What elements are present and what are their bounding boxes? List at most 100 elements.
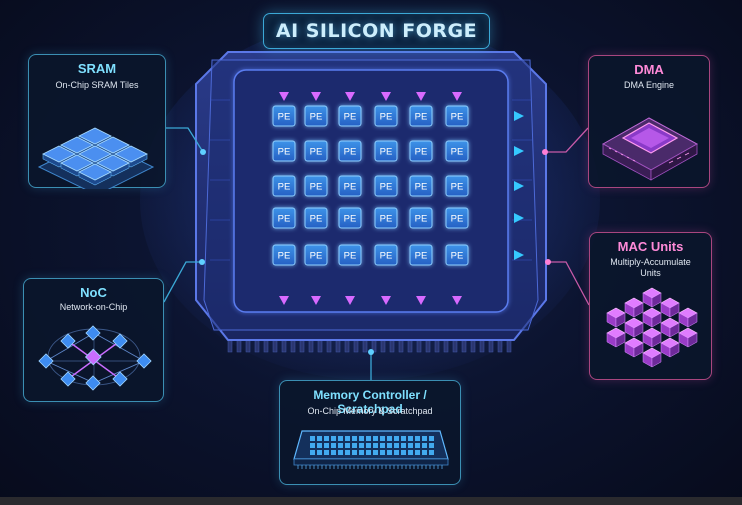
pe-block: PE [272,140,296,162]
card-mac: MAC Units Multiply-Accumulate Units [589,232,712,380]
pe-label: PE [415,182,428,193]
connector-noc-dot [199,259,205,265]
pe-block: PE [445,140,469,162]
vertical-flow-arrow-bottom [452,296,462,305]
pe-block: PE [445,244,469,266]
pe-block: PE [272,175,296,197]
pe-label: PE [278,251,291,262]
card-mac-title: MAC Units [617,239,684,254]
vertical-flow-arrow-top [279,92,289,101]
pe-label: PE [310,112,323,123]
card-sram: SRAM On-Chip SRAM Tiles [28,54,166,189]
pe-label: PE [380,182,393,193]
pe-block: PE [409,140,433,162]
pe-block: PE [272,105,296,127]
vertical-flow-arrow-bottom [381,296,391,305]
pe-label: PE [451,112,464,123]
dma-chip-icon [601,117,699,181]
card-noc-subtitle: Network-on-Chip [59,302,128,312]
pe-label: PE [344,112,357,123]
pe-block: PE [338,175,362,197]
pe-label: PE [415,112,428,123]
pe-label: PE [310,147,323,158]
vertical-flow-arrow-top [416,92,426,101]
connector-dma-dot [542,149,548,155]
pe-label: PE [344,182,357,193]
pe-label: PE [451,182,464,193]
pe-array: PE PE PE PE PE PE PE PE PE PE PE PE PE PE PE PE PE PE PE PE… [272,105,469,266]
pe-block: PE [338,244,362,266]
pe-block: PE [374,244,398,266]
card-mac-subtitle-line1: Multiply-Accumulate [610,257,691,267]
pe-label: PE [451,251,464,262]
pe-label: PE [278,112,291,123]
vertical-flow-arrow-top [311,92,321,101]
pe-block: PE [409,105,433,127]
pe-label: PE [380,147,393,158]
card-dma: DMA DMA Engine [588,55,710,188]
pe-label: PE [415,251,428,262]
card-noc-title: NoC [80,285,107,300]
pe-block: PE [409,207,433,229]
horizontal-flow-arrow [514,250,524,260]
connector-mac-dot [545,259,551,265]
card-mac-subtitle-line2: Units [640,268,661,278]
card-sram-title: SRAM [77,61,117,76]
pe-label: PE [344,147,357,158]
pe-block: PE [445,175,469,197]
vertical-flow-arrow-bottom [416,296,426,305]
pe-block: PE [338,207,362,229]
pe-block: PE [445,105,469,127]
card-sram-subtitle: On-Chip SRAM Tiles [55,80,139,90]
horizontal-flow-arrow [514,213,524,223]
horizontal-flow-arrow [514,181,524,191]
pe-block: PE [374,207,398,229]
pe-block: PE [409,175,433,197]
connector-sram-dot [200,149,206,155]
chip-die [233,69,509,313]
pe-label: PE [344,251,357,262]
pe-block: PE [338,105,362,127]
pe-block: PE [272,207,296,229]
network-mesh-icon [38,325,152,391]
card-memory-controller: Memory Controller / Scratchpad On-Chip M… [279,380,461,485]
pe-label: PE [451,147,464,158]
vertical-flow-arrow-top [452,92,462,101]
mac-cubes-icon [606,287,698,368]
memory-module-icon [293,430,449,469]
pe-label: PE [310,251,323,262]
connectors [163,127,590,380]
diagram-title: AI SILICON FORGE [275,20,478,42]
pe-block: PE [272,244,296,266]
connector-noc [163,261,202,303]
title-banner: AI SILICON FORGE [263,13,490,49]
vertical-flow-arrow-bottom [311,296,321,305]
pe-block: PE [445,207,469,229]
horizontal-flow-arrow [514,111,524,121]
pe-block: PE [304,140,328,162]
vertical-flow-arrow-bottom [279,296,289,305]
pe-block: PE [304,207,328,229]
pe-block: PE [374,175,398,197]
card-memory-subtitle: On-Chip Memory & Scratchpad [307,406,433,416]
card-dma-title: DMA [634,62,664,77]
memory-tiles-icon [37,127,155,189]
pe-block: PE [304,244,328,266]
pe-block: PE [374,140,398,162]
card-dma-subtitle: DMA Engine [623,80,675,90]
pe-block: PE [409,244,433,266]
chip-traces [210,99,532,261]
pe-label: PE [344,214,357,225]
connector-mac [548,261,590,306]
pe-label: PE [278,182,291,193]
pe-label: PE [278,147,291,158]
pe-block: PE [304,175,328,197]
pe-label: PE [451,214,464,225]
connector-sram [166,127,204,153]
pe-label: PE [278,214,291,225]
pe-label: PE [310,182,323,193]
pe-label: PE [380,112,393,123]
connector-memory-dot [368,349,374,355]
